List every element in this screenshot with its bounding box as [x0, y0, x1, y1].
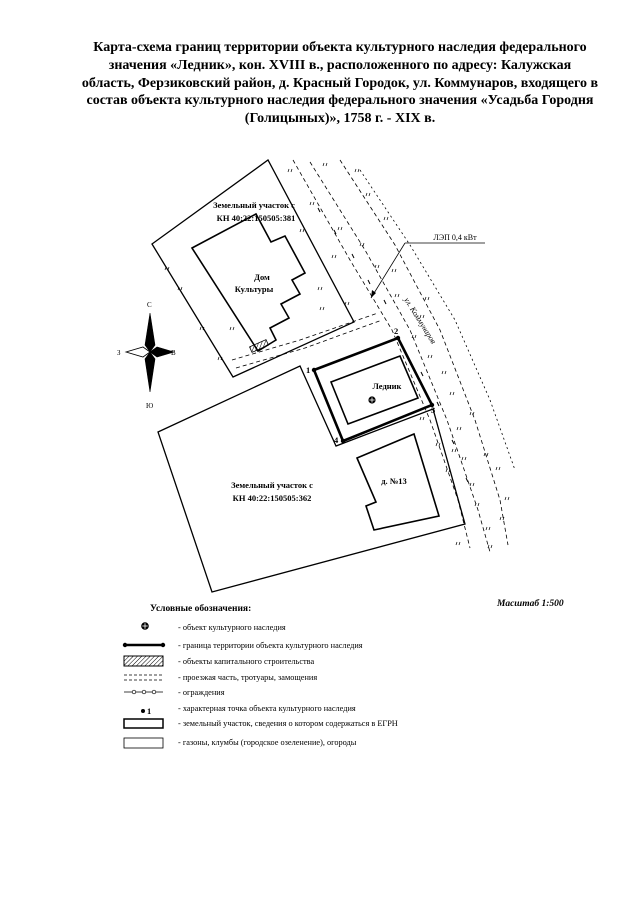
parcel-north-label-line2: КН 40:22:150505:381	[217, 213, 296, 223]
compass-north-label: С	[147, 301, 152, 309]
characteristic-point-2	[395, 335, 401, 341]
heritage-object-label: Ледник	[373, 381, 402, 391]
road-edge-line	[339, 159, 509, 546]
compass-west-arrow	[124, 346, 151, 358]
parcel-north-label-line1: Земельный участок с	[213, 200, 295, 210]
point-number-1: 1	[306, 365, 310, 375]
title-line: значения «Ледник», кон. XVIII в., распол…	[108, 57, 572, 73]
building-house-13	[355, 432, 441, 531]
characteristic-points	[311, 335, 435, 444]
compass-west-label: З	[117, 349, 121, 357]
legend-symbol-roadway	[124, 674, 163, 681]
power-line-leader-arrow	[371, 290, 376, 298]
compass-east-arrow	[149, 346, 176, 358]
compass-south-arrow	[144, 351, 156, 393]
legend-item-characteristic-point: - характерная точка объекта культурного …	[178, 704, 356, 713]
legend-item-land-parcel: - земельный участок, сведения о котором …	[178, 719, 398, 728]
land-parcel-south	[157, 365, 466, 593]
building-culture-label-line2: Культуры	[235, 284, 274, 294]
legend-symbol-boundary	[122, 642, 166, 648]
characteristic-point-3	[429, 402, 435, 408]
title-line: состав объекта культурного наследия феде…	[86, 93, 594, 109]
title-line: Карта-схема границ территории объекта ку…	[93, 40, 587, 55]
compass-south-label: Ю	[146, 402, 153, 410]
legend-item-fence: - ограждения	[178, 688, 225, 697]
legend-heading: Условные обозначения:	[150, 603, 251, 614]
road-edge-line	[292, 159, 471, 549]
point-number-3: 3	[431, 405, 435, 415]
compass-east-label: В	[171, 349, 176, 357]
title-line: (Голицыных)», 1758 г. - XIX в.	[244, 111, 436, 127]
legend-symbol-land-parcel	[123, 718, 164, 729]
legend-item-boundary: - граница территории объекта культурного…	[178, 641, 363, 650]
characteristic-point-1	[311, 367, 317, 373]
legend-symbol-lawns	[123, 737, 164, 749]
pathway-line	[231, 312, 379, 361]
legend-symbol-characteristic-point: 1	[141, 706, 151, 716]
legend-symbol-fence	[124, 689, 163, 695]
legend: Условные обозначения: - объект культурно…	[122, 603, 398, 749]
building-house-of-culture	[190, 212, 307, 353]
power-line-leader	[370, 242, 406, 299]
building-annex	[249, 339, 269, 353]
document-title: Карта-схема границ территории объекта ку…	[41, 39, 639, 128]
title-line: область, Ферзиковский район, д. Красный …	[81, 75, 599, 91]
map-scale: Масштаб 1:500	[496, 598, 564, 609]
legend-item-lawns: - газоны, клумбы (городское озеленение),…	[178, 738, 357, 747]
street-label: ул. Коммунаров	[402, 295, 438, 346]
building-culture-label-line1: Дом	[254, 272, 270, 282]
house-13-label: д. №13	[381, 476, 407, 486]
road-edge-line	[359, 169, 516, 471]
land-parcel-north	[151, 159, 355, 378]
road-edge-line	[309, 161, 491, 553]
compass-rose: С Ю З В	[117, 301, 176, 410]
legend-item-roadway: - проезжая часть, тротуары, замощения	[178, 673, 317, 682]
power-line-label: ЛЭП 0,4 кВт	[433, 233, 477, 242]
legend-point-symbol-label: 1	[147, 706, 151, 716]
parcel-south-label-line2: КН 40:22:150505:362	[233, 493, 312, 503]
pathway-line	[235, 319, 383, 369]
point-number-2: 2	[394, 326, 398, 336]
compass-north-arrow	[144, 312, 156, 353]
lawn-marks	[164, 162, 510, 549]
heritage-object-icon	[368, 396, 376, 404]
point-number-4: 4	[334, 435, 339, 445]
characteristic-point-4	[340, 438, 346, 444]
legend-symbol-capital-construction	[123, 655, 164, 667]
legend-item-heritage-object: - объект культурного наследия	[178, 623, 286, 632]
legend-item-capital-construction: - объекты капитального строительства	[178, 657, 314, 666]
legend-symbol-heritage-object	[141, 622, 149, 630]
heritage-object-lednik	[329, 354, 420, 426]
parcel-south-label-line1: Земельный участок с	[231, 480, 313, 490]
power-pole-marks	[317, 207, 469, 483]
